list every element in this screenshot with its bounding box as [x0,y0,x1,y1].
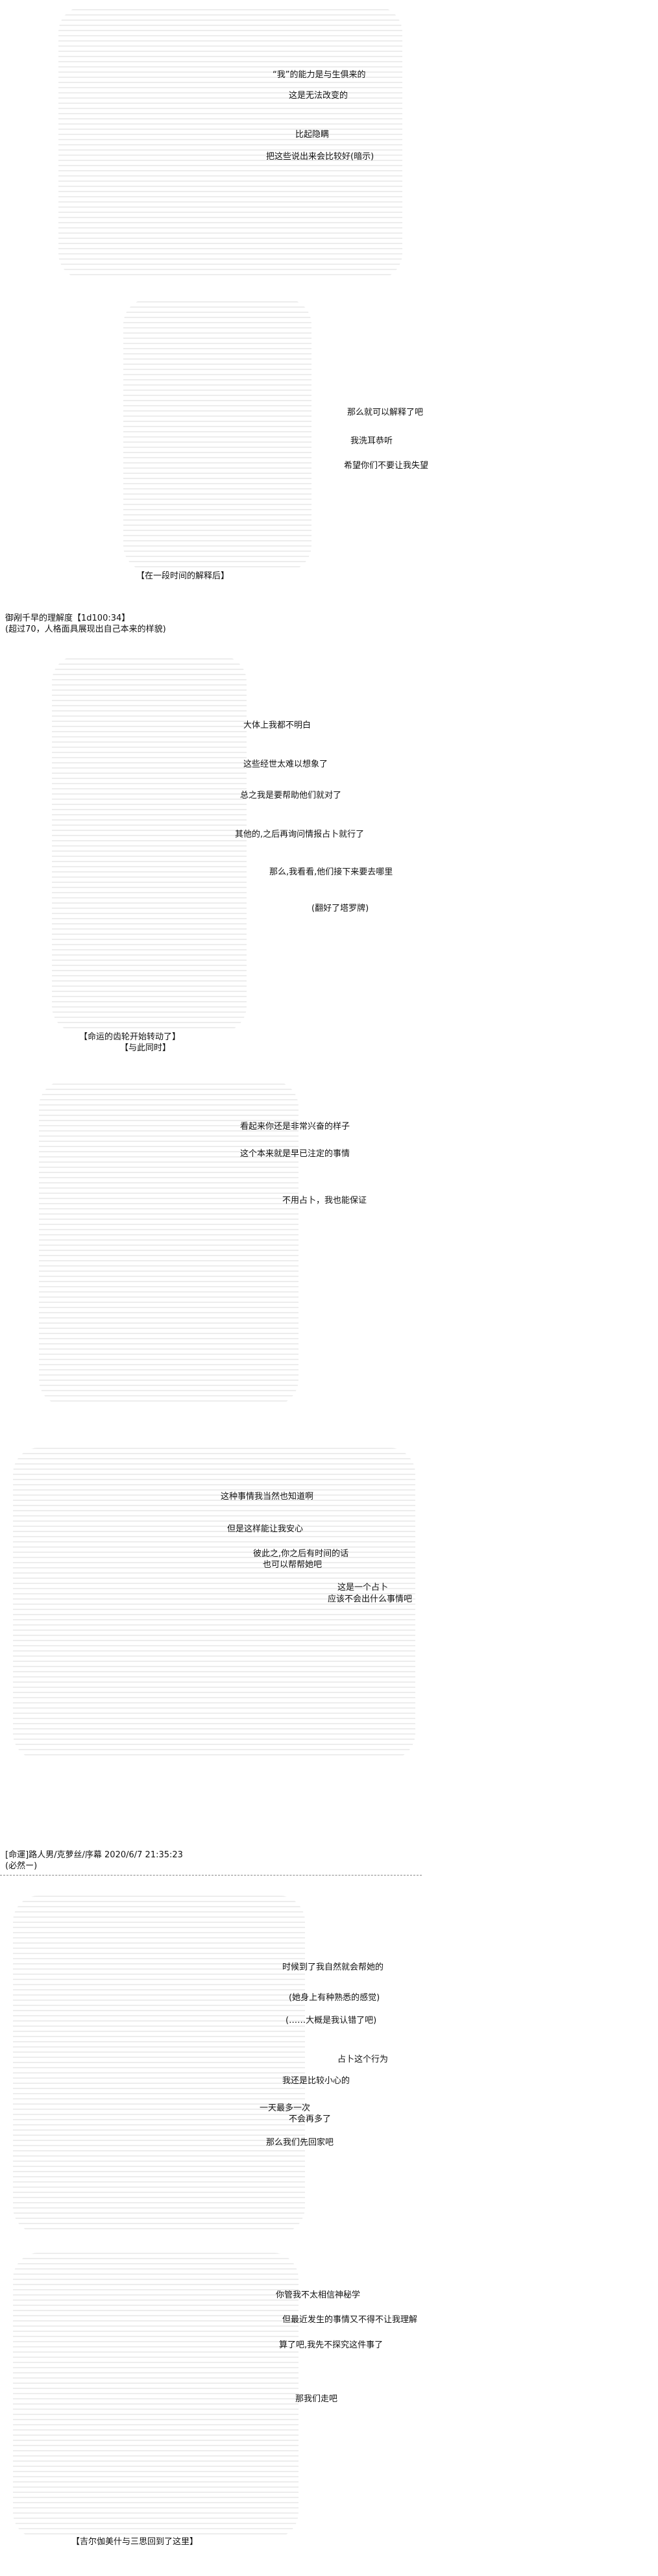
roll-line: 御剐千早的理解度【1d100:34】 [5,613,130,623]
scene-5: 这种事情我当然也知道啊 但是这样能让我安心 彼此之,你之后有时间的话 也可以帮帮… [0,1448,658,1798]
ascii-art-figure [39,1081,299,1406]
dialogue-line: 不用占卜，我也能保证 [282,1196,367,1206]
scene-6: 时候到了我自然就会帮她的 (她身上有种熟悉的感觉) (……大概是我认错了吧) 占… [0,1889,658,2253]
dialogue-line: (她身上有种熟悉的感觉) [289,1993,380,2003]
dialogue-line: 其他的,之后再询问情报占卜就行了 [235,830,365,839]
scene-2: 那么就可以解释了吧 我洗耳恭听 希望你们不要让我失望 【在一段时间的解释后】 [0,299,658,584]
dialogue-line: 把这些说出来会比较好(暗示) [266,152,374,162]
dialogue-line: 我洗耳恭听 [350,436,393,446]
dialogue-line: 看起来你还是非常兴奋的样子 [240,1122,350,1132]
scene-1: “我”的能力是与生俱来的 这是无法改变的 比起隐瞒 把这些说出来会比较好(暗示) [0,0,658,299]
dialogue-line: 这种事情我当然也知道啊 [221,1492,314,1502]
ascii-art-figure [13,1448,415,1759]
scene-caption: 【命运的齿轮开始转动了】 [79,1032,181,1042]
dialogue-line: 彼此之,你之后有时间的话 [253,1549,349,1559]
dialogue-line: 这是无法改变的 [289,91,348,101]
dialogue-line: 那么就可以解释了吧 [347,408,424,417]
dialogue-line: (翻好了塔罗牌) [311,904,369,913]
dialogue-line: 也可以帮帮她吧 [263,1560,323,1570]
scene-caption: 【在一段时间的解释后】 [136,571,230,581]
roll-note: (超过70，人格面具展现出自己本来的样貌) [5,625,166,634]
ascii-art-figure [52,656,247,1032]
dialogue-line: 但是这样能让我安心 [227,1524,304,1534]
dialogue-line: 那我们走吧 [295,2394,338,2404]
dialogue-line: 比起隐瞒 [295,130,330,140]
dialogue-line: 算了吧,我先不探究这件事了 [279,2340,384,2350]
dialogue-line: 你管我不太相信神秘学 [276,2290,361,2300]
dialogue-line: 但最近发生的事情又不得不让我理解 [282,2315,418,2325]
dialogue-line: 应该不会出什么事情吧 [328,1594,413,1604]
dialogue-line: 那么我们先回家吧 [266,2138,334,2148]
dialogue-line: 总之我是要帮助他们就对了 [240,791,342,800]
ascii-art-figure [58,6,402,279]
dialogue-line: 这个本来就是早已注定的事情 [240,1149,350,1159]
dialogue-line: 我还是比较小心的 [282,2076,350,2086]
divider [0,1875,422,1876]
dialogue-line: 这是一个占卜 [337,1583,389,1592]
dialogue-line: “我”的能力是与生俱来的 [273,70,366,80]
ascii-art-figure [13,2253,299,2538]
roll-result: 御剐千早的理解度【1d100:34】 (超过70，人格面具展现出自己本来的样貌) [0,613,658,639]
scene-caption: 【与此同时】 [120,1043,171,1053]
dialogue-line: 希望你们不要让我失望 [344,461,429,471]
dialogue-line: 时候到了我自然就会帮她的 [282,1963,384,1972]
ascii-art-figure [13,1896,305,2233]
post-header: [命運]路人男/克萝丝/序幕 2020/6/7 21:35:23 (必然ー) [0,1850,658,1889]
scene-4: 看起来你还是非常兴奋的样子 这个本来就是早已注定的事情 不用占卜，我也能保证 [0,1078,658,1415]
dialogue-line: 占卜这个行为 [337,2055,389,2064]
dialogue-line: 不会再多了 [289,2114,332,2124]
post-title: [命運]路人男/克萝丝/序幕 2020/6/7 21:35:23 [5,1850,183,1860]
dialogue-line: (……大概是我认错了吧) [286,2016,377,2025]
scene-3: 大体上我都不明白 这些经世太难以想象了 总之我是要帮助他们就对了 其他的,之后再… [0,649,658,1078]
dialogue-line: 那么,我看看,他们接下来要去哪里 [269,867,393,877]
post-subtitle: (必然ー) [5,1861,38,1871]
ascii-art-figure [123,299,311,571]
dialogue-line: 这些经世太难以想象了 [243,760,328,769]
scene-7: 你管我不太相信神秘学 但最近发生的事情又不得不让我理解 算了吧,我先不探究这件事… [0,2253,658,2576]
dialogue-line: 一天最多一次 [260,2103,311,2113]
scene-caption: 【吉尔伽美什与三思回到了这里】 [71,2537,199,2547]
dialogue-line: 大体上我都不明白 [243,721,311,730]
